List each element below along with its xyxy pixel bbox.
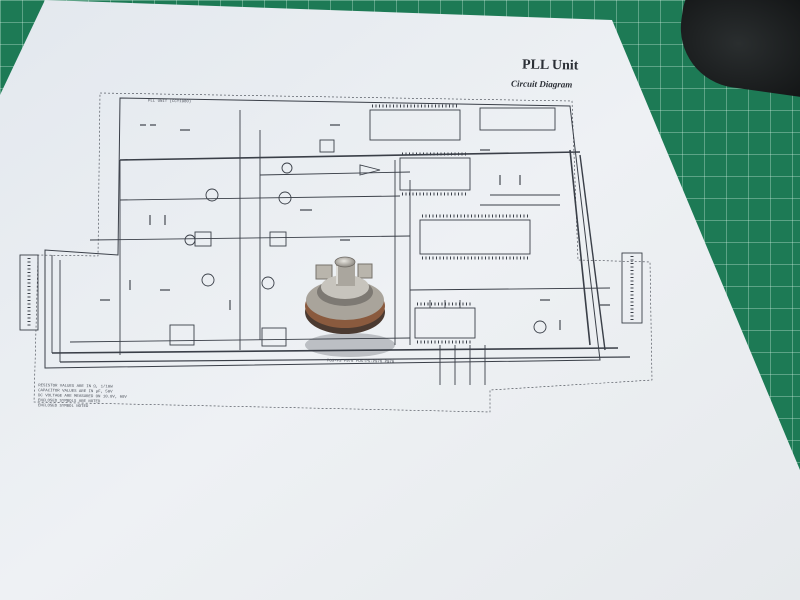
document-subtitle: Circuit Diagram [510,78,573,90]
schematic-title: PLL UNIT (CCY1980) [147,99,192,105]
potentiometer [305,256,395,357]
schematic-notes: RESISTOR VALUES ARE IN Ω, 1/10W CAPACITO… [38,384,127,411]
document-title: PLL Unit [521,57,579,74]
schematic [19,92,653,413]
